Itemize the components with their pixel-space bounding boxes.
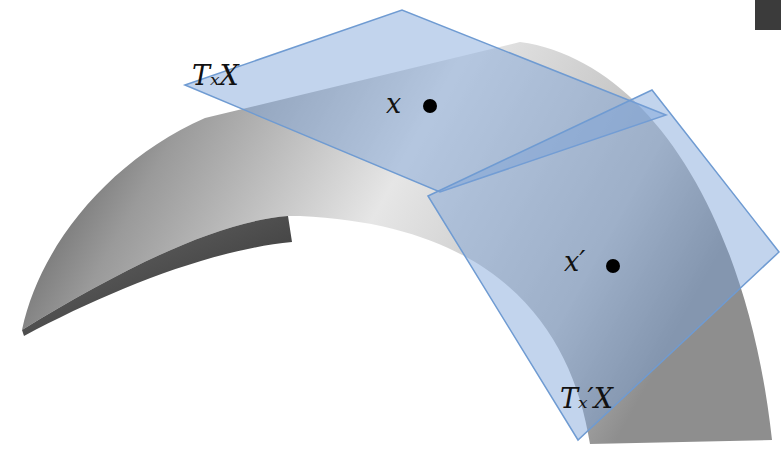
math-label: Tₓ′X	[560, 385, 613, 412]
math-label: x′	[564, 248, 585, 275]
cylinder-edge	[22, 216, 292, 336]
point-dot	[606, 259, 620, 273]
corner-patch	[755, 0, 781, 30]
math-label: x	[386, 90, 401, 117]
math-label: TₓX	[192, 62, 239, 89]
tangent-plane	[428, 90, 779, 440]
point-dot	[423, 99, 437, 113]
